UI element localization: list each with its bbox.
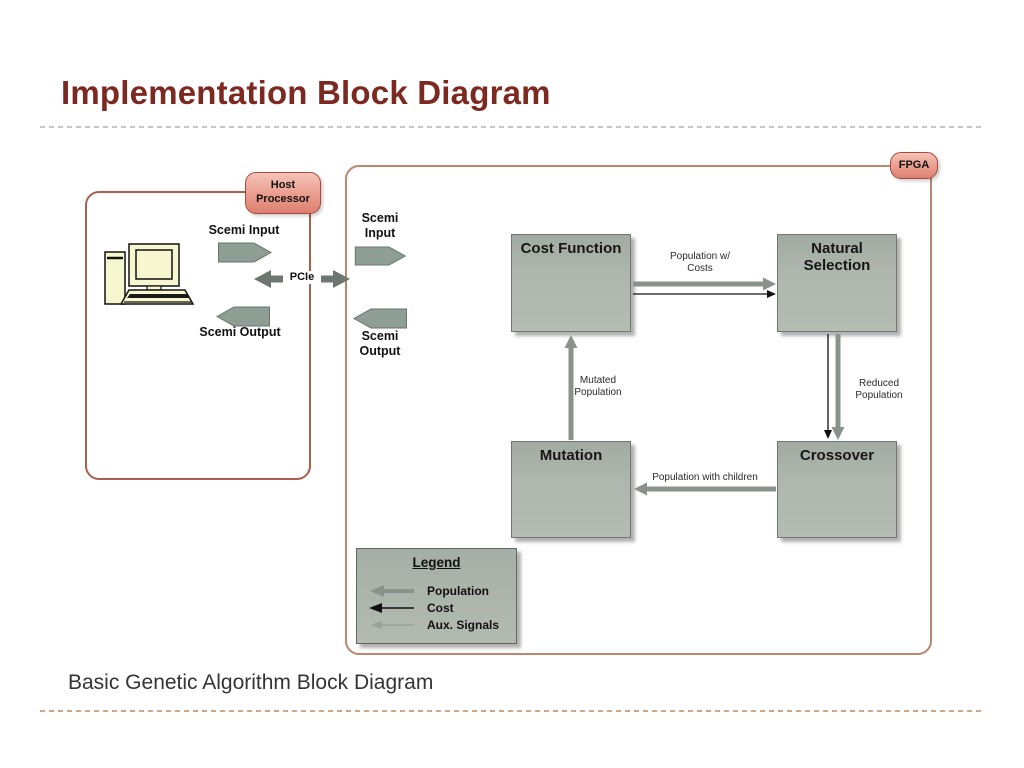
block-mutation: Mutation [511,441,631,538]
fpga-scemi-output-label: Scemi Output [359,329,401,358]
top-dashed-divider [40,126,984,128]
fpga-scemi-input-arrow-icon [354,246,407,266]
edge-label-population-with-children: Population with children [652,472,758,483]
legend-cost-label: Cost [427,600,454,615]
computer-icon [104,243,195,305]
monitor-screen [135,249,173,280]
legend-row-population: Population [357,582,516,599]
host-scemi-input-label: Scemi Input [208,223,280,237]
legend-population-label: Population [427,583,489,598]
fpga-scemi-input-label: Scemi Input [361,211,399,240]
bottom-dashed-divider [40,710,984,712]
host-processor-badge-label: Host Processor [256,179,310,205]
block-crossover: Crossover [777,441,897,538]
block-natural-selection-label: Natural Selection [803,240,871,275]
thick-gray-left-arrow-icon [370,584,414,597]
fpga-container [345,165,932,655]
block-cost-function-label: Cost Function [520,240,622,257]
fpga-scemi-output-arrow-icon [352,308,407,329]
thin-black-left-arrow-icon [369,602,414,613]
legend-aux-signals-label: Aux. Signals [427,617,500,632]
computer-tower [104,251,126,305]
legend-rows: Population Cost Aux. Signals [357,582,516,633]
host-scemi-output-label: Scemi Output [199,325,281,339]
edge-label-mutated-population: Mutated Population [574,375,622,399]
edge-label-population-w-costs: Population w/ Costs [669,251,731,275]
slide-caption: Basic Genetic Algorithm Block Diagram [68,671,434,694]
keyboard-keys [127,294,189,298]
host-processor-badge: Host Processor [245,172,321,214]
fpga-badge: FPGA [890,152,938,179]
fpga-badge-label: FPGA [898,158,930,171]
host-processor-container [85,191,311,480]
edge-label-reduced-population: Reduced Population [855,378,903,402]
block-mutation-label: Mutation [539,447,603,464]
scemi-output-arrow-icon [216,306,270,327]
block-cost-function: Cost Function [511,234,631,332]
pcie-label: PCIe [283,271,321,285]
legend-title: Legend [412,555,461,570]
block-crossover-label: Crossover [799,447,875,464]
scemi-input-arrow-icon [218,242,272,263]
block-natural-selection: Natural Selection [777,234,897,332]
legend-box: Legend Population Cost [356,548,517,644]
page-title: Implementation Block Diagram [61,74,551,111]
legend-row-cost: Cost [357,599,516,616]
thin-light-gray-left-arrow-icon [370,620,414,629]
legend-row-aux-signals: Aux. Signals [357,616,516,633]
